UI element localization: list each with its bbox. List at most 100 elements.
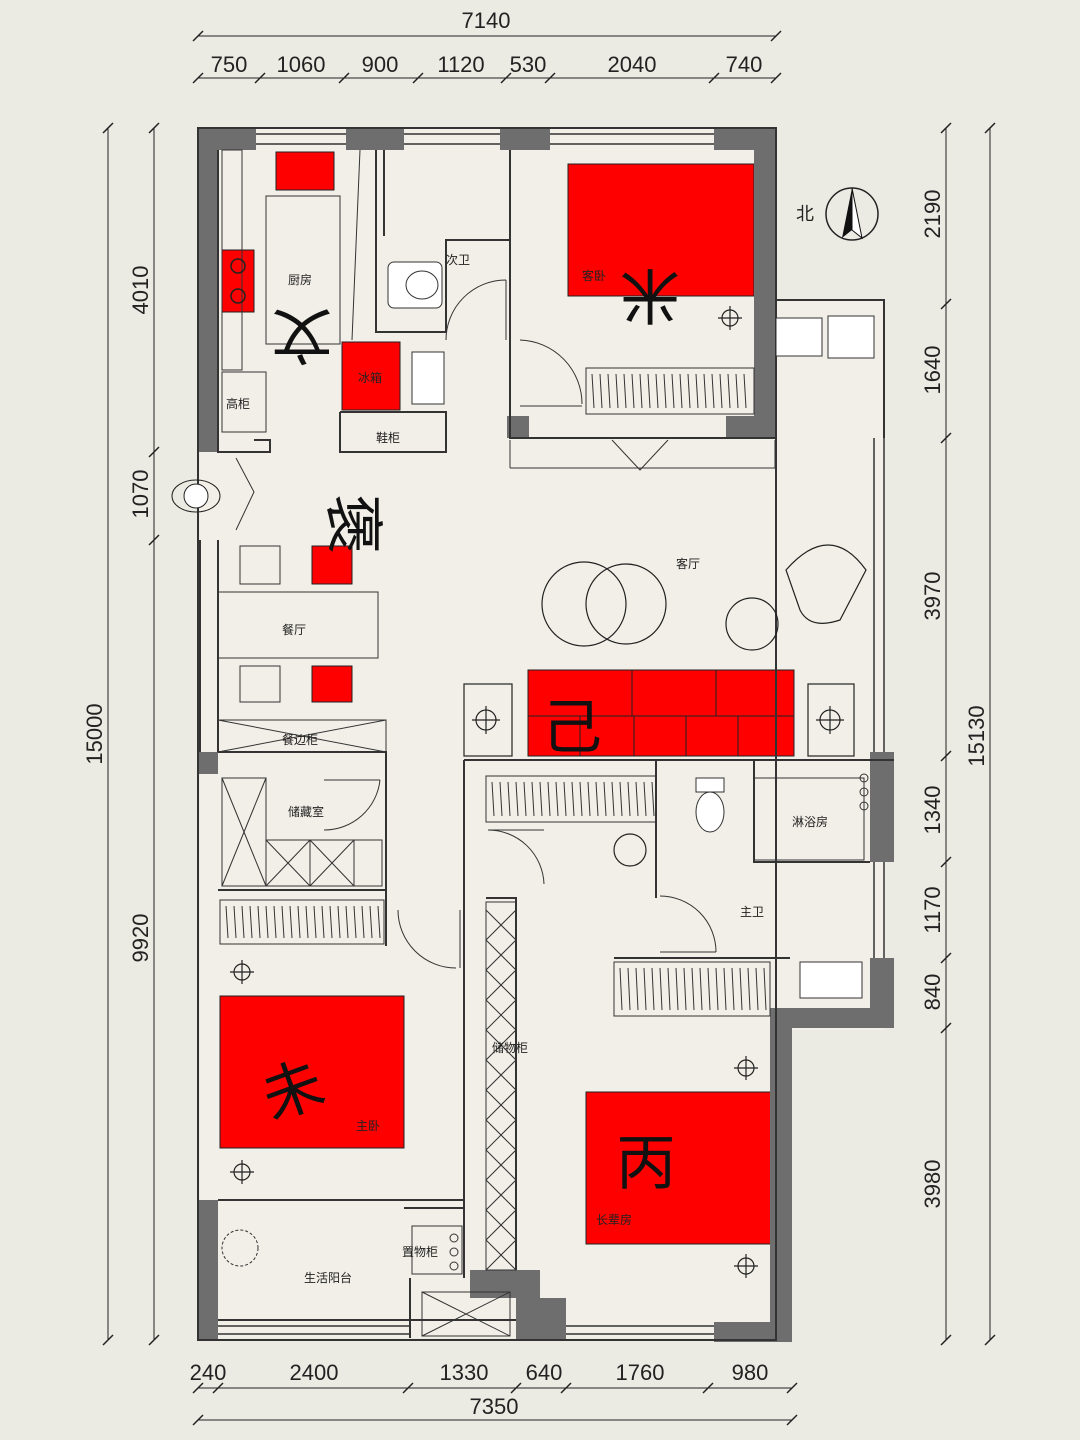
compass-label: 北 [796,204,814,225]
hatch-line [619,967,623,1011]
dim-right-5: 1170 [920,886,945,933]
label-shelf-cabinet: 置物柜 [402,1245,438,1259]
dim-bottom-3: 1330 [440,1360,489,1385]
stove-burners [230,258,246,304]
hatch-line [531,781,535,817]
walls [198,128,894,1342]
hatch-line [631,373,635,409]
label-service-balcony: 生活阳台 [304,1270,352,1285]
dim-right-7: 3980 [920,1160,945,1209]
dim-bottom-6: 980 [732,1360,769,1385]
dim-top-7: 740 [726,52,763,77]
hatch-line [313,905,317,939]
hatch-line [289,905,293,939]
dining-set [217,545,387,753]
hatch-line [611,781,615,817]
label-tall-cabinet: 高柜 [226,396,250,411]
hatch-line [241,905,245,939]
hatch-line [723,967,727,1011]
hatch-line [655,373,659,409]
dim-right-4: 1340 [920,786,945,835]
label-dining-room: 餐厅 [282,622,306,637]
dimension-tick [708,72,720,84]
hatch-line [485,1059,517,1091]
hatch-line [607,373,611,409]
compass-icon [825,187,879,241]
sofa-cushions [528,670,794,756]
label-second-bath: 次卫 [446,253,470,267]
hatch-line [763,967,767,1011]
hatch-line [563,781,567,817]
hatch-line [265,905,269,939]
dimension-tick [412,72,424,84]
label-shower-room: 淋浴房 [792,814,828,829]
hatch-line [663,373,667,409]
hatch-line [485,939,517,971]
bedside-lamps [230,306,855,1278]
label-living-room: 客厅 [676,556,700,571]
hatch-line [515,781,519,817]
hatch-line [695,373,699,409]
hatch-line [627,781,631,817]
char-sofa: 己 [542,693,602,763]
hatch-line [671,373,675,409]
hatch-line [249,905,253,939]
hatch-line [491,781,495,817]
dimension-tick [102,1334,114,1346]
hatch-line [615,373,619,409]
hatch-line [579,781,583,817]
hatch-line [675,967,679,1011]
char-kitchen: 文 [272,299,332,369]
dim-bottom-total: 7350 [470,1394,519,1419]
hatch-line [321,905,325,939]
guest-bed [567,163,755,297]
hatch-line [643,967,647,1011]
hatch-line [595,781,599,817]
hatch-line [485,1029,517,1061]
dim-top-total: 7140 [462,8,511,33]
hatch-line [485,1209,517,1241]
dim-right-6: 840 [920,974,945,1011]
hatch-line [635,781,639,817]
dimension-tick [148,122,160,134]
label-guest-bedroom: 客卧 [582,268,606,283]
dimension-tick [510,1382,522,1394]
hatch-line [747,967,751,1011]
dimension-tick [102,122,114,134]
dim-left-total: 15000 [82,703,107,764]
hatch-line [485,1179,517,1211]
hatch-line [659,967,663,1011]
dim-top-5: 530 [510,52,547,77]
hatch-line [485,1239,517,1271]
wardrobes [219,367,771,1271]
person-icon [171,479,221,513]
red-furniture [219,151,795,1245]
hatch-line [679,373,683,409]
hatch-line [297,905,301,939]
dimension-tick [770,72,782,84]
hatch-line [703,373,707,409]
hatch-line [485,1149,517,1181]
hatch-line [499,781,503,817]
char-dining: 褒 [317,494,387,554]
char-guest: 米 [620,259,680,329]
label-fridge: 冰箱 [358,370,382,385]
elder-bed [585,1091,773,1245]
dimension-ticks [102,30,996,1426]
hatch-line [485,999,517,1031]
storage-room-shelves [221,777,383,887]
hatch-line [667,967,671,1011]
hatch-line [683,967,687,1011]
dim-left-1: 4010 [128,266,153,315]
hatch-line [739,967,743,1011]
hatch-line [755,967,759,1011]
hatch-line [571,781,575,817]
hatch-line [485,1089,517,1121]
hatch-line [369,905,373,939]
hatch-line [337,905,341,939]
dim-bottom-5: 1760 [616,1360,665,1385]
dimension-tick [984,1334,996,1346]
dimension-tick [254,72,266,84]
dim-top-3: 900 [362,52,399,77]
